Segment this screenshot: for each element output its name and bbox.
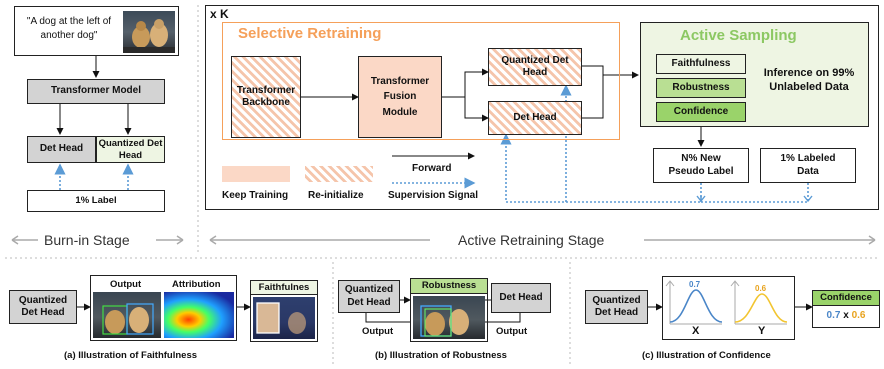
legend-supervision-label: Supervision Signal xyxy=(388,190,479,201)
faithfulness-box: Faithfulness xyxy=(656,54,746,74)
panel-c-confidence-label: Confidence xyxy=(812,290,880,306)
panel-b-robustness-label: Robustness xyxy=(410,278,488,294)
panel-c-x-label: X xyxy=(692,325,700,337)
panel-c-confidence-product: 0.7 x 0.6 xyxy=(812,310,880,321)
det-head-retrain-box: Det Head xyxy=(488,101,582,135)
panel-a-output-photo xyxy=(93,292,161,338)
panel-b-photo xyxy=(413,296,485,339)
dog-photo xyxy=(123,11,175,53)
transformer-model-box: Transformer Model xyxy=(27,79,165,104)
panel-c-caption: (c) Illustration of Confidence xyxy=(642,350,771,361)
panel-c-distribution-frame xyxy=(662,276,795,340)
pseudo-label-box: N% New Pseudo Label xyxy=(653,148,749,183)
panel-c-distribution-curves xyxy=(665,280,788,325)
legend-keep-label: Keep Training xyxy=(222,190,289,201)
legend-reinit-label: Re-initialize xyxy=(308,190,364,201)
input-query-box: "A dog at the left of another dog" xyxy=(14,6,179,56)
panel-c-quantized-det-head: Quantized Det Head xyxy=(585,290,648,324)
panel-a-attribution-map xyxy=(164,292,234,338)
panel-a-faithfulness-photo xyxy=(253,297,315,339)
conf-times: x xyxy=(843,310,849,321)
active-retraining-frame xyxy=(205,5,879,210)
active-retraining-stage-label: Active Retraining Stage xyxy=(458,232,605,248)
panel-a-attribution-label: Attribution xyxy=(172,279,221,290)
transformer-backbone-box: Transformer Backbone xyxy=(231,56,301,138)
quantized-det-head-retrain-box: Quantized Det Head xyxy=(488,48,582,86)
selective-retraining-frame xyxy=(222,22,620,140)
legend-forward-label: Forward xyxy=(412,163,452,174)
panel-a-image-frame xyxy=(90,275,237,341)
panel-c-y-peak: 0.6 xyxy=(755,284,767,293)
panel-b-det-head: Det Head xyxy=(491,283,551,313)
conf-y-value: 0.6 xyxy=(851,310,866,321)
inference-text: Inference on 99% Unlabeled Data xyxy=(763,67,855,94)
repeat-k-label: x K xyxy=(210,7,229,21)
legend-keep-swatch xyxy=(222,166,290,182)
labeled-data-box: 1% Labeled Data xyxy=(760,148,856,183)
panel-b-output-left: Output xyxy=(362,326,394,337)
panel-c-y-label: Y xyxy=(758,325,766,337)
conf-x-value: 0.7 xyxy=(826,310,841,321)
panel-c-x-peak: 0.7 xyxy=(689,280,701,289)
panel-b-output-right: Output xyxy=(496,326,528,337)
panel-a-output-label: Output xyxy=(110,279,142,290)
confidence-box: Confidence xyxy=(656,102,746,122)
panel-a-caption: (a) Illustration of Faithfulness xyxy=(64,350,198,361)
robustness-box: Robustness xyxy=(656,78,746,98)
query-text: "A dog at the left of another dog" xyxy=(26,16,112,41)
active-sampling-title: Active Sampling xyxy=(680,27,797,44)
burn-in-stage-label: Burn-in Stage xyxy=(44,232,130,248)
selective-retraining-title: Selective Retraining xyxy=(238,25,382,42)
quantized-det-head-box: Quantized Det Head xyxy=(96,136,165,163)
transformer-fusion-box: Transformer Fusion Module xyxy=(358,56,442,138)
panel-b-quantized-det-head: Quantized Det Head xyxy=(338,280,400,313)
panel-b-caption: (b) Illustration of Robustness xyxy=(375,350,507,361)
panel-a-quantized-det-head: Quantized Det Head xyxy=(9,290,77,324)
one-percent-label-box: 1% Label xyxy=(27,190,165,212)
det-head-box: Det Head xyxy=(27,136,96,163)
panel-a-faithfulness-label: Faithfulnes xyxy=(250,280,318,295)
legend-reinit-swatch xyxy=(305,166,373,182)
